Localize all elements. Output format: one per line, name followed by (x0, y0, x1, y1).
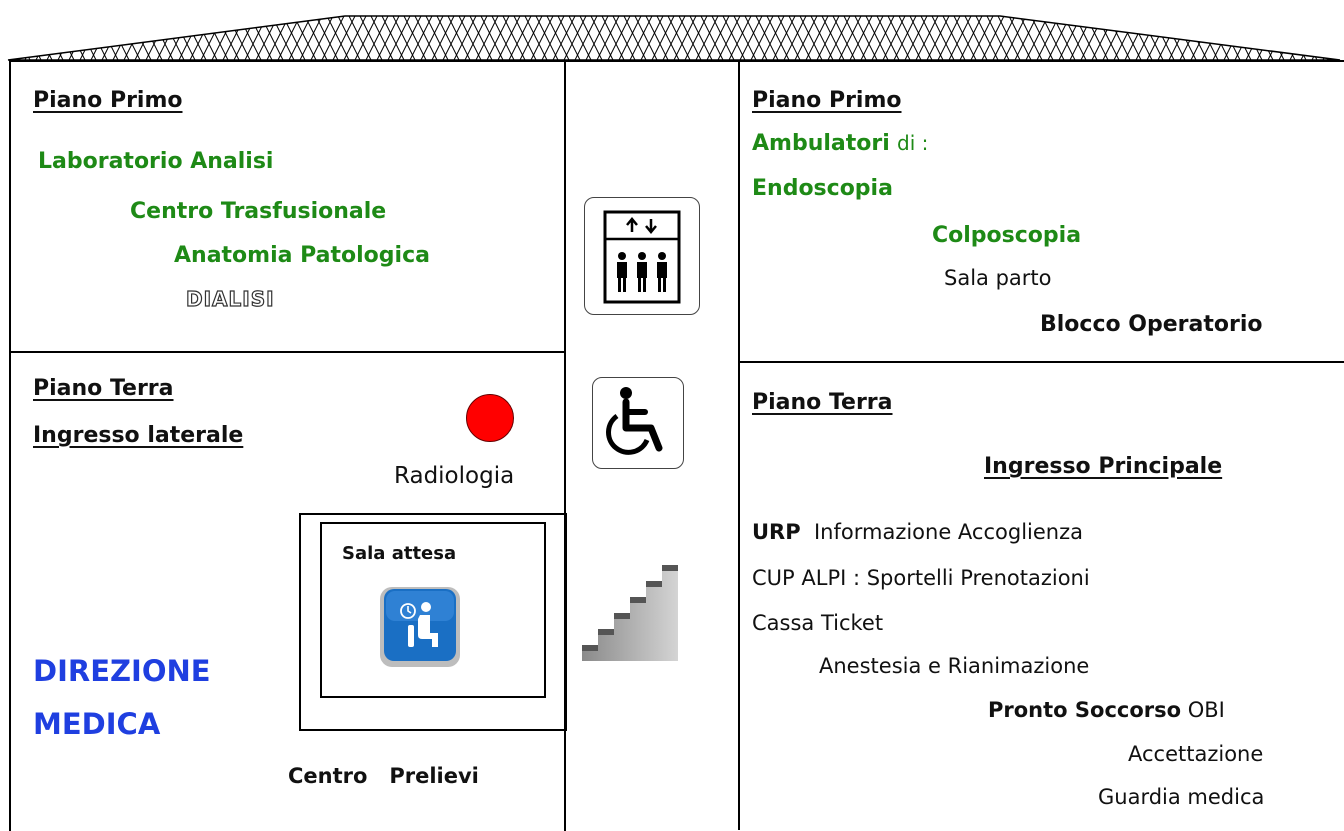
centro-prelievi-label: Centro Prelievi (288, 764, 479, 788)
ambulatori-di-label: di : (897, 131, 929, 155)
accettazione-label: Accettazione (1128, 742, 1264, 766)
cassa-ticket-label: Cassa Ticket (752, 611, 884, 635)
sala-attesa-label: Sala attesa (342, 543, 457, 564)
urp-description: Informazione Accoglienza (813, 520, 1083, 544)
left-first-floor-heading: Piano Primo (33, 88, 183, 113)
blocco-operatorio-label: Blocco Operatorio (1040, 312, 1263, 337)
corridor-divider (738, 60, 740, 830)
waiting-room-icon (378, 585, 462, 669)
ambulatori-label: Ambulatori (752, 131, 890, 156)
stairs-icon (582, 565, 678, 661)
ingresso-principale-heading: Ingresso Principale (984, 454, 1223, 479)
guardia-medica-label: Guardia medica (1098, 785, 1265, 809)
dialisi-label: DIALISI (185, 287, 275, 311)
ingresso-laterale-heading: Ingresso laterale (33, 423, 244, 448)
lab-analisi-label: Laboratorio Analisi (38, 149, 274, 174)
urp-label: URP (752, 520, 801, 544)
red-dot-marker (466, 394, 514, 442)
sala-attesa-inner (320, 522, 546, 698)
anestesia-label: Anestesia e Rianimazione (819, 654, 1090, 678)
wheelchair-icon (592, 377, 684, 469)
colposcopia-label: Colposcopia (932, 223, 1082, 248)
left-ground-floor-heading: Piano Terra (33, 376, 174, 401)
cup-alpi-label: CUP ALPI : Sportelli Prenotazioni (752, 566, 1090, 590)
elevator-icon (584, 197, 700, 315)
centro-trasfusionale-label: Centro Trasfusionale (130, 199, 387, 224)
right-first-floor-heading: Piano Primo (752, 88, 902, 113)
direzione-line2: MEDICA (33, 707, 161, 741)
endoscopia-label: Endoscopia (752, 176, 893, 201)
radiologia-label: Radiologia (394, 463, 515, 489)
direzione-line1: DIREZIONE (33, 654, 211, 688)
right-floor-divider (738, 361, 1344, 363)
anatomia-patologica-label: Anatomia Patologica (174, 243, 430, 268)
urp-line: URP Informazione Accoglienza (752, 522, 1083, 543)
right-ground-floor-heading: Piano Terra (752, 390, 893, 415)
pronto-soccorso-label: Pronto Soccorso (988, 698, 1182, 722)
sala-attesa-outer (299, 513, 567, 731)
pronto-soccorso-line: Pronto Soccorso OBI (988, 700, 1225, 721)
obi-label: OBI (1187, 698, 1225, 722)
sala-parto-label: Sala parto (944, 266, 1052, 290)
